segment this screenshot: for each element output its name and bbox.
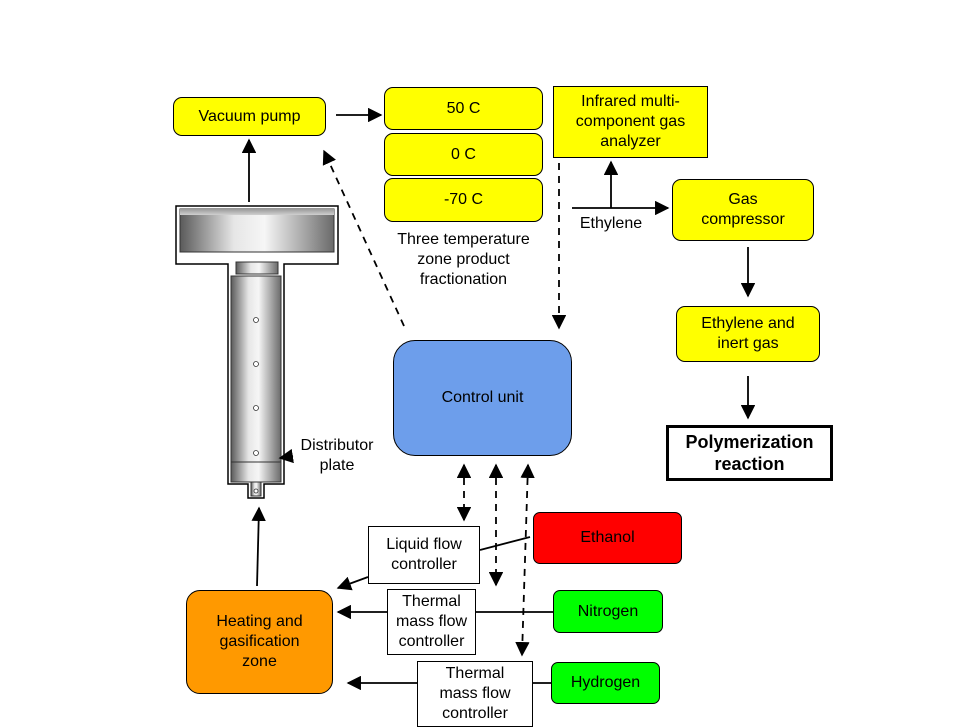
reactor-outlet xyxy=(250,481,262,497)
vacuum-pump-label: Vacuum pump xyxy=(198,107,301,125)
nitrogen-box: Nitrogen xyxy=(553,590,663,633)
temp-zone-50-label: 50 C xyxy=(446,99,481,117)
gas-analyzer-box: Infrared multi- component gas analyzer xyxy=(553,86,708,158)
heating-gasification-box: Heating and gasification zone xyxy=(186,590,333,694)
control-unit-box: Control unit xyxy=(393,340,572,456)
ethylene-inert-label: Ethylene and inert gas xyxy=(701,315,795,352)
arrow-heating-to-reactor xyxy=(251,506,266,587)
hydrogen-box: Hydrogen xyxy=(551,662,660,704)
reactor-hole xyxy=(253,361,259,367)
vacuum-pump-box: Vacuum pump xyxy=(173,97,326,136)
temp-zone-0-box: 0 C xyxy=(384,133,543,176)
dashed-control-thermal-2 xyxy=(515,463,535,657)
control-unit-label: Control unit xyxy=(441,389,524,406)
distributor-plate-caption: Distributor plate xyxy=(300,437,374,474)
temp-zone-minus70-label: -70 C xyxy=(443,191,484,208)
reactor-bottom xyxy=(230,461,282,483)
temp-zone-50-box: 50 C xyxy=(384,87,543,130)
liquid-flow-controller-box: Liquid flow controller xyxy=(368,526,480,584)
reactor-hole xyxy=(253,488,259,494)
arrow-liquid-flow-to-heating xyxy=(336,576,369,591)
line-ethanol-to-liquid-flow xyxy=(479,536,531,551)
reactor-neck xyxy=(235,261,279,275)
reactor-hole xyxy=(253,450,259,456)
thermal-mass-flow-controller-2-label: Thermal mass flow controller xyxy=(439,665,511,722)
ethylene-caption: Ethylene xyxy=(579,215,643,232)
gas-compressor-box: Gas compressor xyxy=(672,179,814,241)
hydrogen-label: Hydrogen xyxy=(570,674,641,691)
polymerization-label: Polymerization reaction xyxy=(685,432,814,474)
nitrogen-label: Nitrogen xyxy=(577,602,639,620)
reactor-top-chamber xyxy=(179,208,335,253)
ethanol-label: Ethanol xyxy=(580,529,635,546)
reactor-hole xyxy=(253,317,259,323)
thermal-mass-flow-controller-2-box: Thermal mass flow controller xyxy=(417,661,533,727)
reactor-column xyxy=(230,275,282,463)
ethylene-inert-box: Ethylene and inert gas xyxy=(676,306,820,362)
reactor-hole xyxy=(253,405,259,411)
fractionation-caption: Three temperature zone product fractiona… xyxy=(397,231,530,288)
polymerization-box: Polymerization reaction xyxy=(666,425,833,481)
temp-zone-minus70-box: -70 C xyxy=(384,178,543,222)
gas-compressor-label: Gas compressor xyxy=(701,191,785,228)
ethanol-box: Ethanol xyxy=(533,512,682,564)
thermal-mass-flow-controller-1-box: Thermal mass flow controller xyxy=(387,589,476,655)
heating-gasification-label: Heating and gasification zone xyxy=(216,613,303,670)
temp-zone-0-label: 0 C xyxy=(451,145,476,163)
gas-analyzer-label: Infrared multi- component gas analyzer xyxy=(575,93,686,150)
thermal-mass-flow-controller-1-label: Thermal mass flow controller xyxy=(395,593,468,650)
liquid-flow-controller-label: Liquid flow controller xyxy=(386,536,462,573)
